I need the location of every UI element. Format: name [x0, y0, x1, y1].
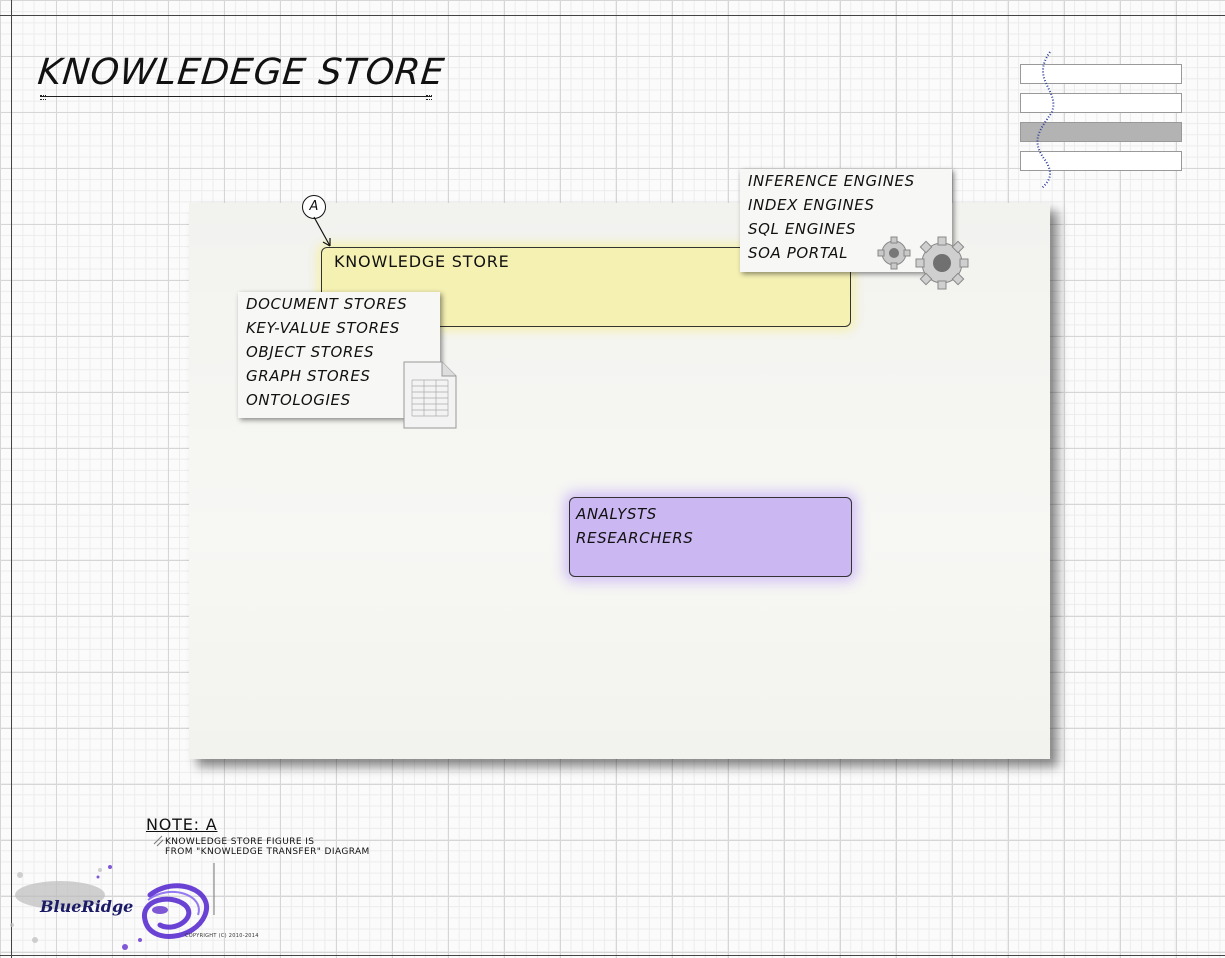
- engines-note: INFERENCE ENGINES INDEX ENGINES SQL ENGI…: [740, 169, 952, 272]
- small-gear-icon: [877, 236, 911, 270]
- users-box: ANALYSTS RESEARCHERS: [569, 497, 852, 577]
- large-gear-icon: [915, 236, 969, 290]
- frame-left-line: [11, 0, 12, 958]
- engine-item: SOA PORTAL: [748, 244, 849, 262]
- blueridge-logo-splash-icon: [10, 863, 215, 950]
- stack-layer-4: [1020, 151, 1182, 171]
- store-item: OBJECT STORES: [246, 343, 375, 361]
- squiggle-connector-icon: [1036, 51, 1055, 189]
- title-underline: [40, 95, 432, 100]
- layer-stack-widget: [1020, 50, 1182, 190]
- logo-text: BlueRidge: [40, 897, 134, 916]
- page-title: KNOWLEDEGE STORE: [35, 52, 447, 93]
- store-item: ONTOLOGIES: [246, 391, 351, 409]
- note-line: KNOWLEDGE STORE FIGURE IS: [165, 837, 315, 847]
- engine-item: INDEX ENGINES: [748, 196, 875, 214]
- callout-arrow-icon: [313, 216, 331, 247]
- note-body: KNOWLEDGE STORE FIGURE IS FROM "KNOWLEDG…: [165, 837, 370, 857]
- user-item: RESEARCHERS: [576, 529, 694, 547]
- store-item: DOCUMENT STORES: [246, 295, 408, 313]
- note-slash-icon: [153, 835, 164, 847]
- engine-item: SQL ENGINES: [748, 220, 857, 238]
- note-heading: NOTE: A: [146, 815, 218, 834]
- note-line: FROM "KNOWLEDGE TRANSFER" DIAGRAM: [165, 847, 370, 857]
- engine-item: INFERENCE ENGINES: [748, 172, 915, 190]
- store-item: GRAPH STORES: [246, 367, 371, 385]
- stack-layer-3-active: [1020, 122, 1182, 142]
- spreadsheet-document-icon: [403, 361, 457, 429]
- user-item: ANALYSTS: [576, 505, 657, 523]
- stack-layer-1: [1020, 64, 1182, 84]
- store-item: KEY-VALUE STORES: [246, 319, 400, 337]
- stack-layer-2: [1020, 93, 1182, 113]
- frame-top-line: [0, 15, 1225, 16]
- copyright-text: COPYRIGHT (C) 2010-2014: [185, 933, 259, 939]
- callout-marker: A: [302, 195, 326, 219]
- frame-bottom-line: [0, 955, 1225, 956]
- knowledge-store-label: KNOWLEDGE STORE: [334, 252, 510, 271]
